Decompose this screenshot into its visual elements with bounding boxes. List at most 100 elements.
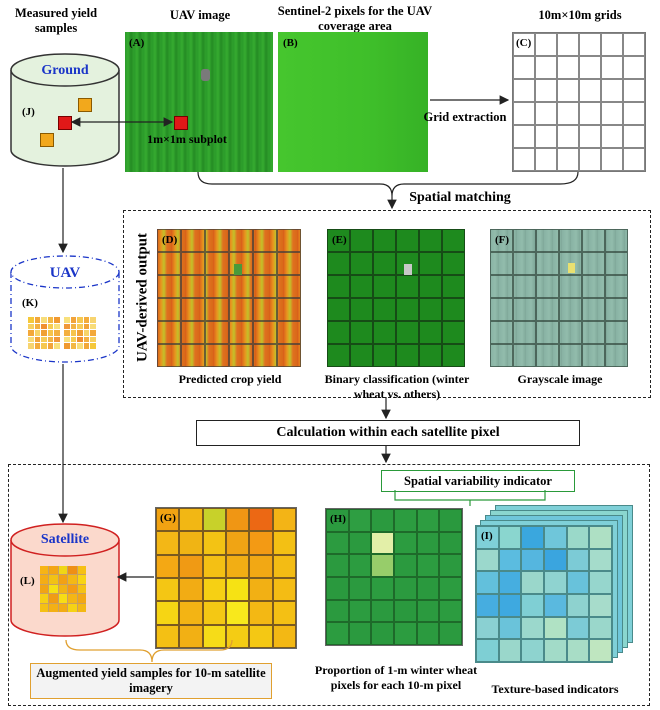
uav-cell [64,323,70,330]
grid-cell [513,321,536,344]
grid-cell [513,102,535,125]
proportion-cell [416,509,440,532]
grid-cell [373,298,396,321]
proportion-label: Proportion of 1-m winter wheat pixels fo… [314,663,478,692]
proportion-cell [393,599,417,623]
grid-cell [350,321,373,344]
texture-cell [589,593,612,617]
grid-cell [350,344,373,367]
yield-cell [202,578,226,602]
sentinel-title: Sentinel-2 pixels for the UAV coverage a… [277,4,433,33]
label-B: (B) [283,37,298,49]
yield-cell [226,624,250,648]
satellite-cell [49,575,58,584]
satellite-label: Satellite [40,532,90,547]
proportion-cell [439,554,462,577]
grid-cell [205,252,229,275]
grid-cell [205,275,229,298]
proportion-cell [416,622,440,645]
grid-cell [157,229,181,252]
grid-cell [605,298,628,321]
satellite-cell [58,603,68,612]
grid-cell [350,252,373,275]
uav-cell [70,343,77,349]
grid-cell [490,321,513,344]
texture-cell [589,526,612,549]
texture-cell [566,593,590,617]
grids-title: 10m×10m grids [538,8,622,22]
grid-cell [396,321,419,344]
grid-cell [442,344,465,367]
uav-cell [64,330,70,336]
yield-cell [156,601,180,625]
uav-cell [83,336,90,343]
grid-cell [350,229,373,252]
grid-cell [557,56,579,79]
satellite-cell [77,566,86,575]
grid-cell [205,321,229,344]
uav-cell [90,336,96,343]
grid-cell [536,298,559,321]
grid-cell [327,275,350,298]
uav-object [201,69,210,81]
texture-cell [476,593,499,617]
uav-cell [83,323,90,330]
yield-cell [226,531,250,555]
grid-cell [559,344,582,367]
satellite-cell [40,603,49,612]
yield-cell [179,578,203,602]
uav-cell [34,343,41,349]
grid-cell [490,298,513,321]
grid-cell [559,298,582,321]
yield-cell [202,624,226,648]
yield-cell [156,531,180,555]
grid-cell [490,229,513,252]
texture-cell [498,526,522,549]
satellite-cell [58,575,68,584]
yield-cell [179,624,203,648]
texture-cell [476,548,499,572]
ground-label: Ground [41,63,89,78]
grid-cell [253,229,277,252]
bottom-box [8,464,650,706]
grid-cell [181,344,205,367]
grid-cell [157,321,181,344]
grid-cell [350,275,373,298]
grid-cell [535,102,557,125]
satellite-cell [40,594,49,603]
augmented-label: Augmented yield samples for 10-m satelli… [36,666,266,695]
grid-cell [559,275,582,298]
proportion-cell [348,531,372,555]
grid-cell [579,33,601,56]
grid-cell [601,148,623,171]
grid-cell [205,344,229,367]
grid-cell [535,56,557,79]
grid-cell [396,229,419,252]
satellite-cell [68,594,77,603]
subplot-square [174,116,188,130]
texture-cell [543,548,567,572]
texture-cell [566,571,590,594]
grid-cell [157,252,181,275]
proportion-cell [416,554,440,577]
proportion-cell [393,576,417,600]
grid-cell [623,125,645,148]
binary-classification-label: Binary classification (winter wheat vs. … [324,372,470,401]
grid-cell [582,321,605,344]
spatial-indicator-label: Spatial variability indicator [404,474,552,488]
proportion-cell [416,599,440,623]
yield-cell [226,578,250,602]
grid-cell [442,321,465,344]
uav-cell [34,317,41,323]
uav-cell [34,330,41,336]
grid-cell [605,229,628,252]
grid-cell [559,229,582,252]
grid-cell [623,102,645,125]
proportion-cell [348,622,372,645]
grid-cell [419,298,442,321]
texture-cell [589,571,612,594]
label-L: (L) [20,575,35,587]
grid-cell [513,79,535,102]
texture-cell [476,526,499,549]
uav-cell [54,330,60,336]
